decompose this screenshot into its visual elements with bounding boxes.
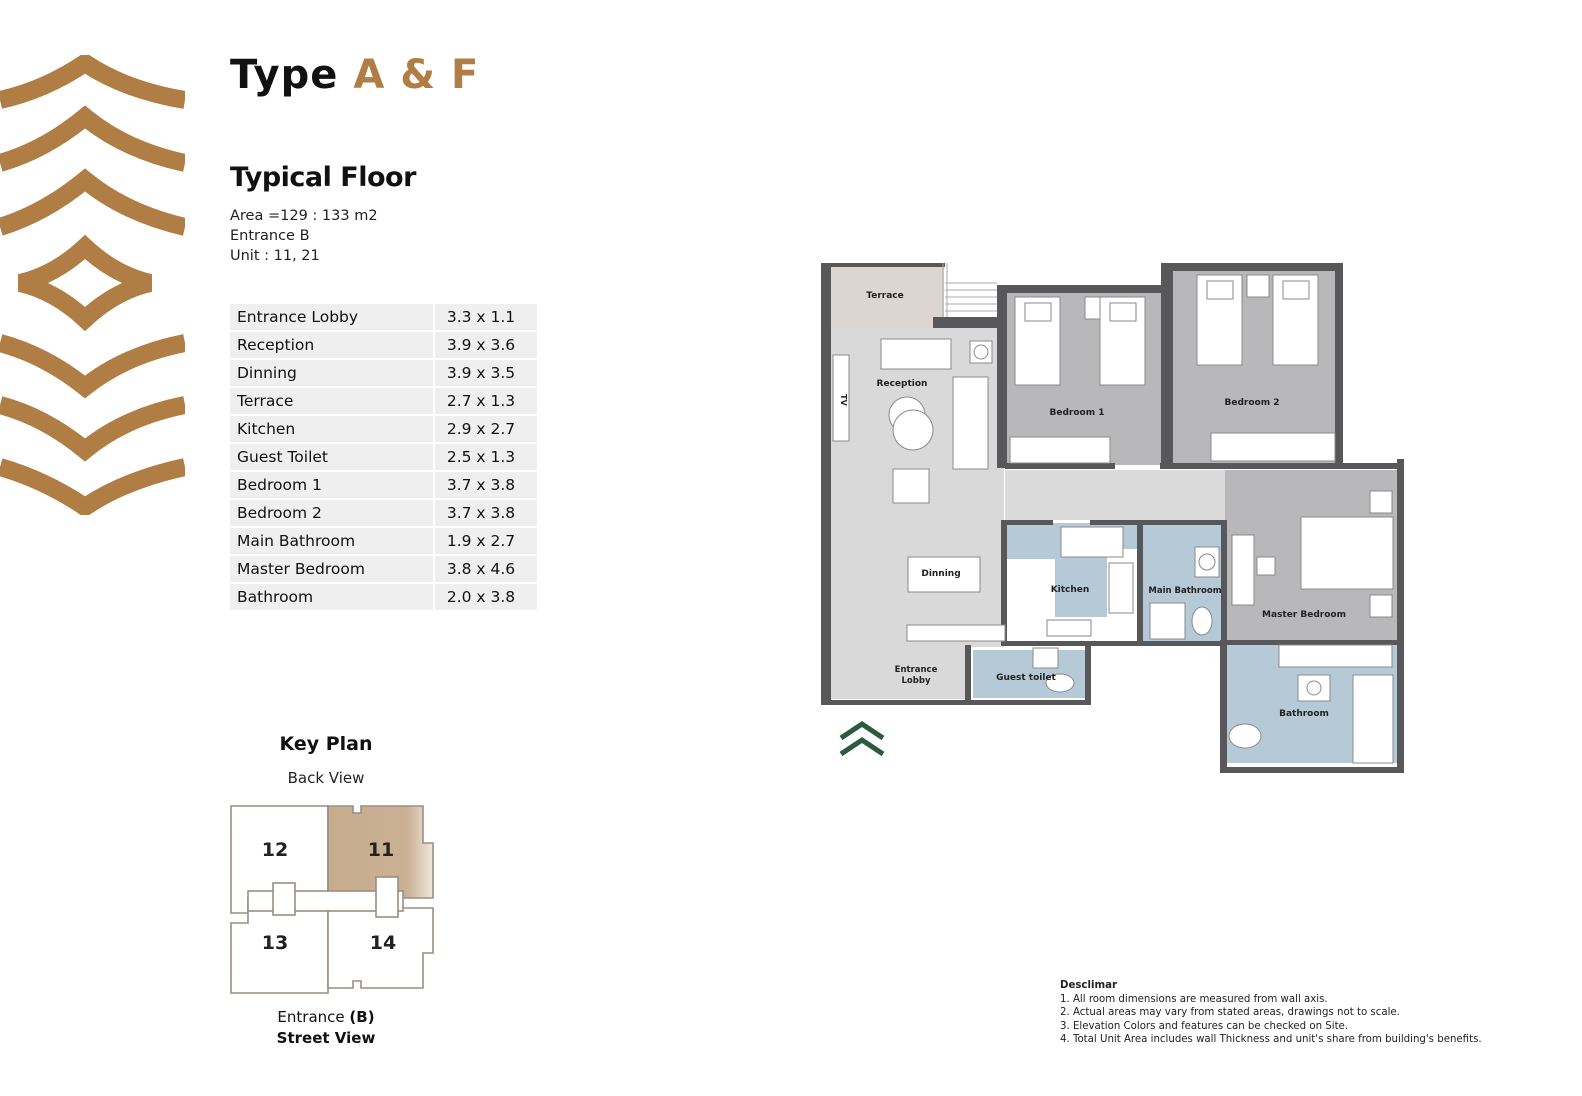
room-dim: 2.0 x 3.8 (435, 584, 537, 610)
label-guest-toilet: Guest toilet (996, 673, 1056, 683)
room-dim: 2.5 x 1.3 (435, 444, 537, 470)
key-plan-label-14: 14 (370, 932, 396, 954)
key-plan-street-view: Street View (276, 1029, 376, 1047)
floor-title: Typical Floor (230, 162, 416, 193)
terrace-area (829, 267, 944, 327)
label-reception: Reception (877, 379, 928, 389)
disclaimer-item: 2. Actual areas may vary from stated are… (1060, 1007, 1400, 1018)
room-name: Reception (230, 332, 435, 358)
disclaimer-item: 4. Total Unit Area includes wall Thickne… (1060, 1034, 1482, 1045)
label-terrace: Terrace (866, 291, 903, 301)
entrance-lobby-area (829, 647, 971, 699)
furniture (832, 274, 1394, 764)
key-plan-label-13: 13 (262, 932, 288, 954)
label-entrance-lobby-1: Entrance (895, 665, 938, 675)
key-plan-title: Key Plan (279, 733, 373, 755)
room-name: Guest Toilet (230, 444, 435, 470)
room-dim: 1.9 x 2.7 (435, 528, 537, 554)
double-chevron-up-icon (839, 720, 885, 757)
entrance-label: Entrance (277, 1008, 345, 1026)
key-plan-label-11: 11 (368, 839, 394, 861)
unit-text: Unit : 11, 21 (230, 248, 320, 264)
label-bedroom1: Bedroom 1 (1050, 408, 1105, 418)
unit-info: Area =129 : 133 m2 Entrance B Unit : 11,… (230, 206, 378, 266)
room-dim: 3.7 x 3.8 (435, 500, 537, 526)
entrance-letter: (B) (349, 1008, 375, 1026)
disclaimer-heading: Desclimar (1060, 980, 1117, 991)
room-name: Dinning (230, 360, 435, 386)
room-dim: 3.8 x 4.6 (435, 556, 537, 582)
key-plan-back-view: Back View (287, 769, 365, 787)
label-bathroom: Bathroom (1279, 709, 1329, 719)
floor-plan-drawing: Terrace Reception TV Bedroom 1 Bedroom 2… (821, 263, 1404, 773)
label-entrance-lobby-2: Lobby (902, 676, 931, 686)
room-dim: 3.7 x 3.8 (435, 472, 537, 498)
label-master-bedroom: Master Bedroom (1262, 610, 1346, 620)
label-bedroom2: Bedroom 2 (1225, 398, 1280, 408)
room-dim: 2.9 x 2.7 (435, 416, 537, 442)
room-name: Terrace (230, 388, 435, 414)
room-dim: 2.7 x 1.3 (435, 388, 537, 414)
walls (821, 263, 1404, 773)
title-accent: A & F (353, 52, 480, 98)
room-dim: 3.9 x 3.6 (435, 332, 537, 358)
room-name: Entrance Lobby (230, 304, 435, 330)
label-dinning: Dinning (921, 569, 960, 579)
key-plan-entrance: Entrance (B) (230, 1008, 422, 1026)
key-plan-diagram: 12 11 13 14 (230, 805, 434, 994)
room-name: Bedroom 2 (230, 500, 435, 526)
label-main-bathroom: Main Bathroom (1148, 586, 1221, 596)
corridor-area (1005, 470, 1225, 520)
room-dim: 3.3 x 1.1 (435, 304, 537, 330)
label-kitchen: Kitchen (1051, 585, 1090, 595)
room-name: Bathroom (230, 584, 435, 610)
room-name: Main Bathroom (230, 528, 435, 554)
entrance-text: Entrance B (230, 228, 310, 244)
terrace-railing (942, 263, 997, 317)
disclaimer: Desclimar 1. All room dimensions are mea… (1060, 979, 1482, 1047)
disclaimer-item: 3. Elevation Colors and features can be … (1060, 1020, 1349, 1032)
room-name: Bedroom 1 (230, 472, 435, 498)
area-text: Area =129 : 133 m2 (230, 208, 378, 224)
room-name: Master Bedroom (230, 556, 435, 582)
page-title: Type A & F (230, 52, 479, 98)
room-dim: 3.9 x 3.5 (435, 360, 537, 386)
brand-ornament (0, 55, 185, 515)
title-prefix: Type (230, 52, 339, 98)
room-name: Kitchen (230, 416, 435, 442)
label-tv: TV (839, 394, 848, 406)
key-plan-label-12: 12 (262, 839, 288, 861)
disclaimer-item: 1. All room dimensions are measured from… (1060, 993, 1328, 1005)
key-plan-unit-14 (327, 907, 434, 989)
